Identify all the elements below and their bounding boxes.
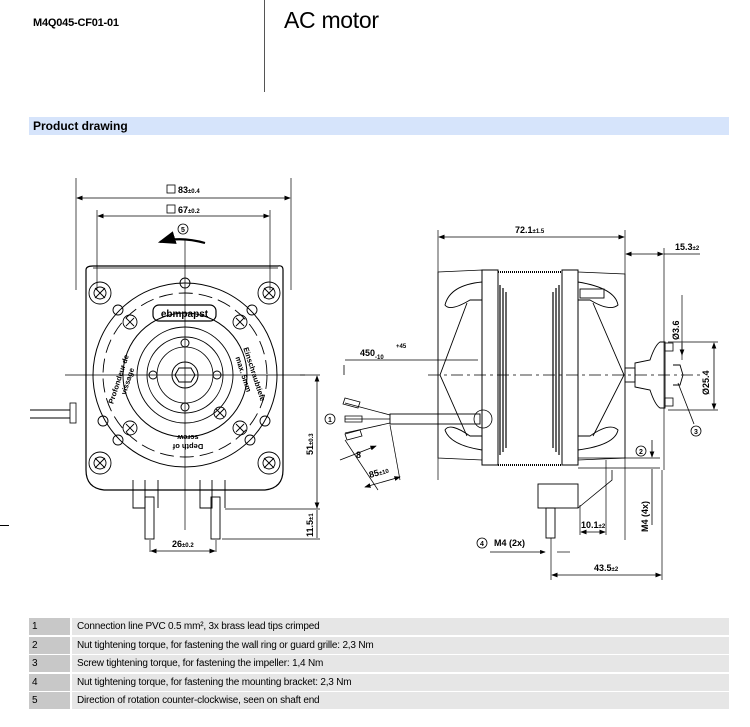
callout-4 (476, 537, 488, 549)
dim-cable: 450-10 (360, 348, 384, 361)
callout-4-label: 4 (480, 541, 484, 548)
callout-5 (177, 223, 189, 235)
dim-height: 51±0.3 (305, 433, 315, 455)
model-number: M4Q045-CF01-01 (33, 17, 119, 29)
note-text: Screw tightening torque, for fastening t… (72, 655, 729, 672)
dim-strip: 8 (356, 450, 361, 460)
label-en: Depth of (172, 442, 203, 451)
note-number: 1 (29, 618, 70, 635)
note-text: Nut tightening torque, for fastening the… (72, 636, 729, 654)
thread-side: M4 (4x) (640, 501, 650, 532)
note-number: 4 (29, 673, 70, 691)
thread-bottom: M4 (2x) (494, 538, 525, 548)
brand-logo: ebmpapst (161, 309, 209, 320)
page-title: AC motor (284, 7, 379, 33)
callout-2-label: 2 (639, 449, 643, 456)
dim-overall: 43.5±2 (594, 563, 619, 573)
header-divider (264, 0, 265, 92)
dim-outer: 83±0.4 (178, 185, 200, 195)
callout-2 (635, 445, 647, 457)
dim-shaft: 15.3±2 (675, 242, 700, 252)
callout-3 (690, 425, 702, 437)
product-drawing: 83±0.4 67±0.2 5 (30, 178, 718, 580)
note-text: Connection line PVC 0.5 mm², 3x brass le… (72, 618, 729, 635)
note-text: Nut tightening torque, for fastening the… (72, 673, 729, 691)
section-header: Product drawing (29, 117, 729, 135)
margin-mark (0, 525, 9, 526)
rotation-arrow-icon (157, 231, 206, 245)
note-number: 3 (29, 655, 70, 672)
note-text: Direction of rotation counter-clockwise,… (72, 692, 729, 709)
callout-3-label: 3 (694, 429, 698, 436)
note-number: 2 (29, 636, 70, 654)
notes-table: 1 Connection line PVC 0.5 mm², 3x brass … (29, 618, 729, 711)
label-en-2: screw (177, 433, 198, 442)
callout-1-label: 1 (328, 417, 332, 424)
dim-pin: 11.5±1 (305, 513, 315, 537)
dim-hub: Ø25.4 (701, 370, 711, 395)
callout-1 (324, 413, 336, 425)
dim-cable-plus: +45 (396, 344, 407, 350)
note-row: 4 Nut tightening torque, for fastening t… (29, 673, 729, 691)
dim-pin-spacing: 26±0.2 (172, 539, 194, 549)
dim-hub-bore: Ø3.6 (671, 320, 681, 340)
dim-lead: 85±10 (368, 465, 391, 480)
dim-bracket: 10.1±2 (581, 520, 606, 530)
callout-5-label: 5 (181, 227, 185, 234)
dim-length: 72.1±1.5 (515, 225, 545, 235)
note-row: 3 Screw tightening torque, for fastening… (29, 655, 729, 672)
front-view: 83±0.4 67±0.2 5 (30, 178, 320, 554)
note-row: 5 Direction of rotation counter-clockwis… (29, 692, 729, 709)
note-row: 2 Nut tightening torque, for fastening t… (29, 636, 729, 654)
note-row: 1 Connection line PVC 0.5 mm², 3x brass … (29, 618, 729, 635)
note-number: 5 (29, 692, 70, 709)
side-view: 72.1±1.5 15.3±2 450-10 +45 1 (324, 225, 718, 580)
section-title: Product drawing (33, 119, 128, 133)
dim-inner: 67±0.2 (178, 205, 200, 215)
